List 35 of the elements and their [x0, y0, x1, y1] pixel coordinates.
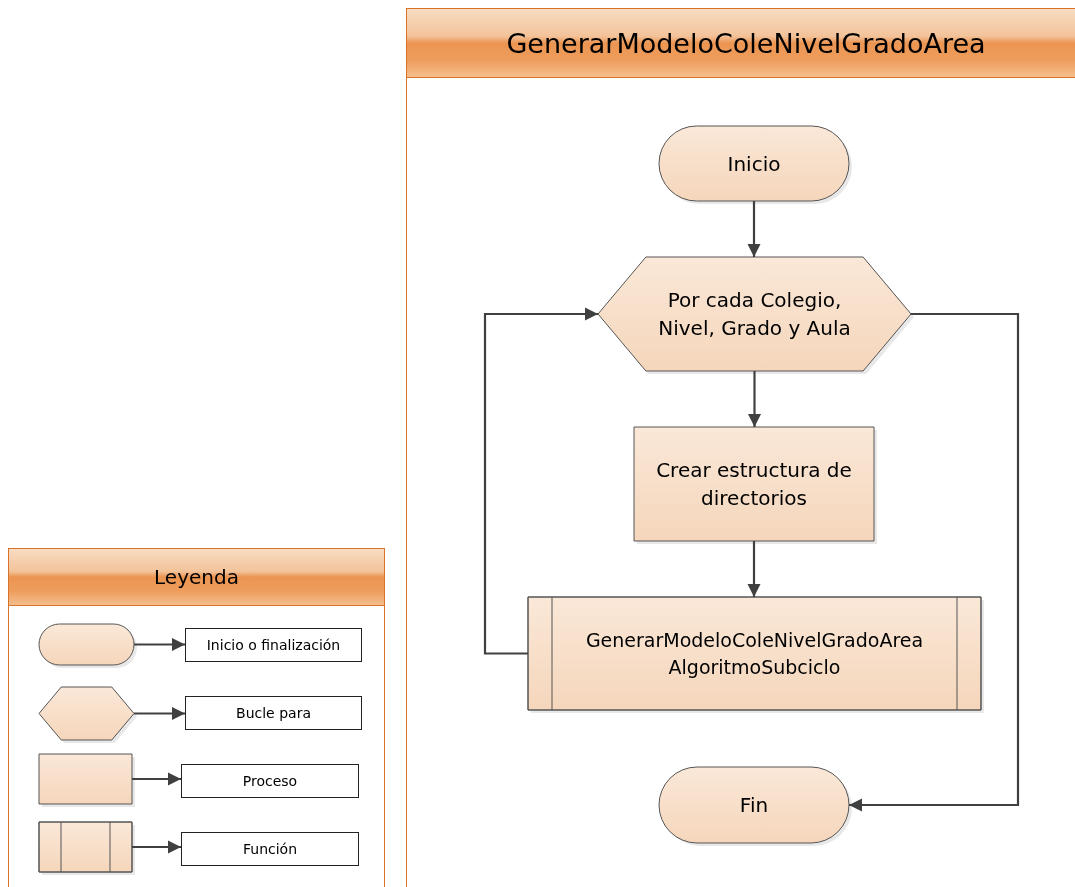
arrow	[132, 840, 181, 854]
arrow	[747, 541, 761, 597]
label-box	[181, 832, 359, 866]
arrow	[134, 637, 185, 652]
label-box	[185, 628, 362, 662]
node-text: GenerarModeloColeNivelGradoArea AlgoritmoSubciclo	[584, 627, 925, 680]
node-text: Fin	[738, 792, 770, 819]
arrow	[134, 706, 185, 721]
function-box	[528, 597, 981, 710]
loop-hexagon	[39, 687, 134, 740]
loop-hexagon	[598, 257, 911, 371]
function-box	[39, 822, 132, 872]
lane-title: Leyenda	[154, 565, 239, 589]
terminator-shape	[659, 767, 849, 843]
terminator-shape	[39, 624, 134, 665]
label-box	[181, 764, 359, 798]
process-box	[634, 427, 874, 541]
node-text: Inicio	[726, 150, 782, 178]
node-text: Bucle para	[236, 705, 311, 721]
arrow	[483, 307, 598, 655]
arrow	[747, 201, 761, 257]
arrow	[849, 312, 1020, 812]
node-text: Crear estructura de directorios	[655, 457, 853, 512]
node-text: Inicio o finalización	[206, 637, 341, 653]
label-box	[185, 696, 362, 730]
terminator-shape	[659, 126, 849, 201]
swimlane	[8, 548, 385, 887]
arrow	[132, 772, 181, 786]
node-text: Por cada Colegio, Nivel, Grado y Aula	[657, 287, 852, 342]
process-box	[39, 754, 132, 804]
node-text: Función	[242, 841, 298, 857]
arrow	[747, 371, 762, 427]
lane-title: GenerarModeloColeNivelGradoArea	[506, 27, 986, 59]
node-text: Proceso	[242, 773, 298, 789]
swimlane	[406, 8, 1075, 887]
